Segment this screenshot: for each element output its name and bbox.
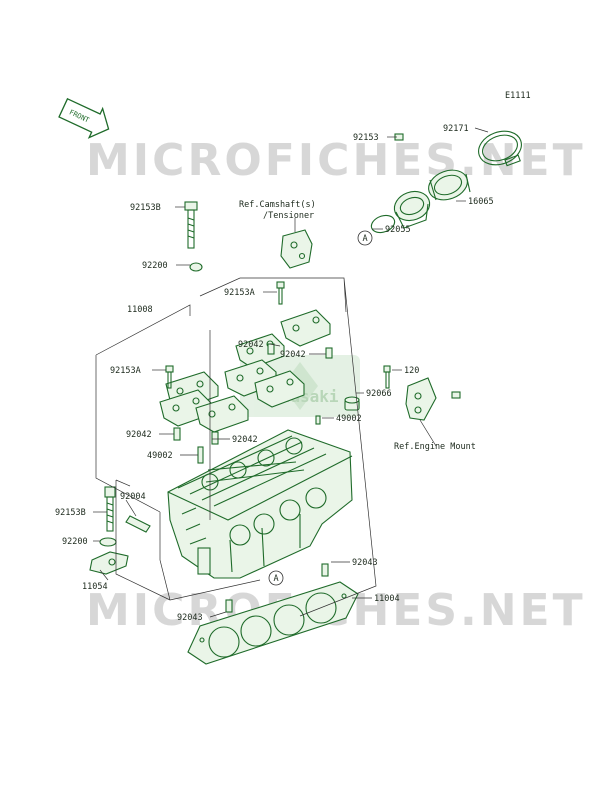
ref-engine-mount: Ref.Engine Mount [394, 442, 476, 452]
label-92055: 92055 [385, 225, 411, 235]
label-92200-top: 92200 [142, 261, 168, 271]
label-92171: 92171 [443, 124, 469, 134]
label-16065: 16065 [468, 197, 494, 207]
diagram-code: E1111 [505, 91, 531, 101]
callout-a-top: A [357, 230, 373, 246]
engine-mount-bracket [383, 365, 461, 421]
front-arrow-icon: FRONT [58, 97, 110, 139]
ref-camshaft-line2: /Tensioner [263, 211, 314, 221]
label-92042-a: 92042 [238, 340, 264, 350]
label-92153-top: 92153 [353, 133, 379, 143]
label-49002-left: 49002 [147, 451, 173, 461]
label-92043-right: 92043 [352, 558, 378, 568]
label-92042-b: 92042 [280, 350, 306, 360]
label-92153B-bot: 92153B [55, 508, 86, 518]
camshaft-caps-left [159, 365, 249, 464]
camshaft-caps-upper [224, 281, 333, 408]
label-92042-c: 92042 [126, 430, 152, 440]
label-11054: 11054 [82, 582, 108, 592]
callout-a-top-label: A [362, 234, 367, 244]
label-49002-right: 49002 [336, 414, 362, 424]
lower-left-parts [89, 486, 151, 575]
part-labels: 92153 92171 16065 92055 Ref.Camshaft(s) … [55, 124, 494, 623]
label-92153A-mid: 92153A [224, 288, 255, 298]
label-92153B-top: 92153B [130, 203, 161, 213]
label-120: 120 [404, 366, 419, 376]
label-92153A-left: 92153A [110, 366, 141, 376]
ref-camshaft-line1: Ref.Camshaft(s) [239, 200, 316, 210]
camshaft-bracket [280, 229, 313, 269]
label-11004: 11004 [374, 594, 400, 604]
callout-a-bottom: A [268, 570, 284, 586]
head-gasket [187, 563, 359, 665]
assembly-frames [95, 277, 377, 617]
label-92200-bot: 92200 [62, 537, 88, 547]
label-92042-d: 92042 [232, 435, 258, 445]
bolt-92153B-top [184, 201, 203, 272]
callout-a-bottom-label: A [273, 574, 278, 584]
label-11008: 11008 [127, 305, 153, 315]
label-92004: 92004 [120, 492, 146, 502]
cylinder-head [167, 396, 360, 579]
intake-assembly [370, 130, 522, 234]
leader-lines [93, 127, 489, 618]
label-92066: 92066 [366, 389, 392, 399]
label-92043-bot: 92043 [177, 613, 203, 623]
